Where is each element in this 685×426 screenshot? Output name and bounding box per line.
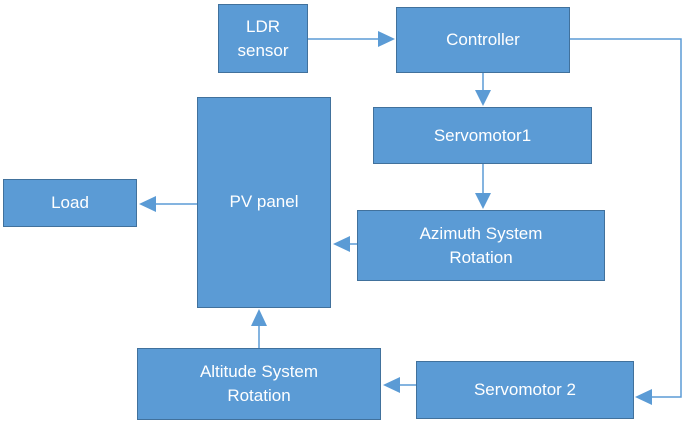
arrowhead-load <box>139 196 156 212</box>
arrowhead-pv-panel-bottom <box>251 309 267 326</box>
servomotor2-label: Servomotor 2 <box>473 380 577 399</box>
load-block: Load <box>3 179 137 227</box>
ldr-sensor-label-line2: sensor <box>237 40 289 60</box>
ldr-sensor-block: LDR sensor <box>218 4 308 73</box>
altitude-rotation-block: Altitude System Rotation <box>137 348 381 420</box>
azimuth-label-line2: Rotation <box>449 247 513 267</box>
servomotor1-block: Servomotor1 <box>373 107 592 164</box>
pv-panel-block: PV panel <box>197 97 331 308</box>
controller-label: Controller <box>446 30 520 49</box>
pv-panel-label: PV panel <box>229 192 299 211</box>
arrow-controller-to-servomotor2 <box>570 38 682 398</box>
arrowhead-servomotor1 <box>475 90 491 106</box>
altitude-label-line1: Altitude System <box>199 362 319 381</box>
load-label: Load <box>51 193 89 212</box>
altitude-label-line2: Rotation <box>227 386 291 405</box>
arrowhead-azimuth <box>475 193 491 209</box>
servomotor1-label: Servomotor1 <box>433 125 532 145</box>
azimuth-rotation-block: Azimuth System Rotation <box>357 210 605 281</box>
arrowhead-pv-panel-right <box>333 236 350 252</box>
arrowhead-servomotor2 <box>635 389 652 405</box>
controller-block: Controller <box>396 7 570 73</box>
ldr-sensor-label-line1: LDR <box>245 16 280 36</box>
servomotor2-block: Servomotor 2 <box>416 361 634 419</box>
arrowhead-controller <box>378 31 395 47</box>
arrowhead-altitude <box>383 377 400 393</box>
azimuth-label-line1: Azimuth System <box>419 223 543 243</box>
